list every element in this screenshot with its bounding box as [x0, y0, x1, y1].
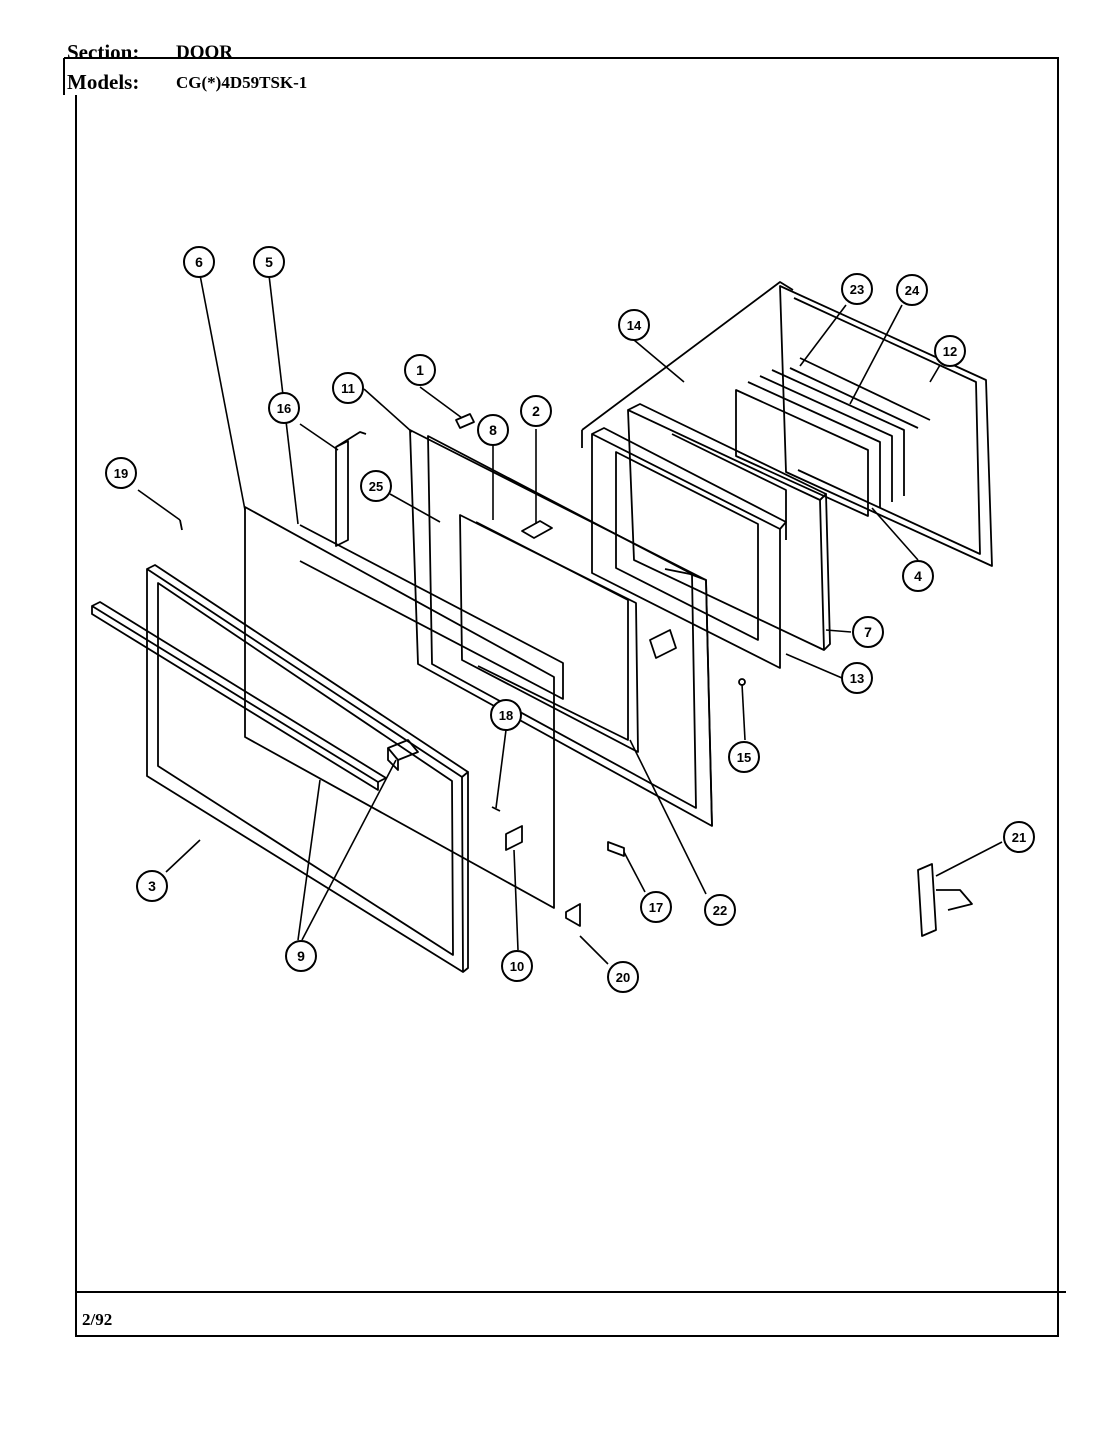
callout-circle-8: [477, 414, 509, 446]
callout-label-7: 7: [864, 624, 872, 640]
callout-label-17: 17: [649, 900, 663, 915]
callout-circle-4: [902, 560, 934, 592]
callout-label-8: 8: [489, 422, 497, 438]
callout-circle-7: [852, 616, 884, 648]
callout-circle-16: [268, 392, 300, 424]
callout-circle-5: [253, 246, 285, 278]
part-12-back-panel: [779, 285, 993, 567]
part-16-strip: [335, 431, 367, 547]
callout-circle-14: [618, 309, 650, 341]
callout-circle-13: [841, 662, 873, 694]
callout-label-6: 6: [195, 254, 203, 270]
part-6-glass: [244, 506, 555, 909]
part-17: [607, 841, 625, 857]
callout-circle-1: [404, 354, 436, 386]
part-20: [565, 903, 581, 927]
callout-circle-6: [183, 246, 215, 278]
callout-circle-23: [841, 273, 873, 305]
page-frame: [64, 57, 1059, 1337]
callout-label-22: 22: [713, 903, 727, 918]
callout-label-16: 16: [277, 401, 291, 416]
parts-illustration: [91, 281, 993, 973]
callout-label-9: 9: [297, 948, 305, 964]
leader-lines: [137, 274, 1003, 965]
part-21-hinge: [917, 863, 973, 937]
callout-label-4: 4: [914, 568, 922, 584]
part-7-insulation: [627, 403, 831, 651]
callout-circle-22: [704, 894, 736, 926]
callout-label-24: 24: [905, 283, 920, 298]
callout-label-15: 15: [737, 750, 751, 765]
callout-circle-15: [728, 741, 760, 773]
part-2-bracket: [521, 520, 553, 539]
callout-label-19: 19: [114, 466, 128, 481]
callout-circle-11: [332, 372, 364, 404]
callout-circle-21: [1003, 821, 1035, 853]
callout-circle-2: [520, 395, 552, 427]
callout-circle-9: [285, 940, 317, 972]
callout-circle-10: [501, 950, 533, 982]
callout-label-25: 25: [369, 479, 383, 494]
callout-circle-3: [136, 870, 168, 902]
callout-label-12: 12: [943, 344, 957, 359]
callout-label-3: 3: [148, 878, 156, 894]
part-18: [491, 806, 501, 812]
callout-circle-24: [896, 274, 928, 306]
models-value: CG(*)4D59TSK-1: [176, 73, 308, 92]
footer-date: 2/92: [82, 1310, 113, 1329]
part-14-bracket: [581, 281, 794, 448]
callout-label-18: 18: [499, 708, 513, 723]
callout-circle-18: [490, 699, 522, 731]
part-14-panel: [591, 427, 787, 669]
callout-label-13: 13: [850, 671, 864, 686]
callout-label-21: 21: [1012, 830, 1026, 845]
part-11-liner: [409, 429, 713, 827]
callout-circle-20: [607, 961, 639, 993]
part-19: [179, 519, 183, 531]
callout-label-23: 23: [850, 282, 864, 297]
callout-label-2: 2: [532, 403, 540, 419]
part-24-gasket: [799, 357, 931, 421]
part-4-glass-pack: [735, 369, 905, 517]
callout-circle-17: [640, 891, 672, 923]
callout-circle-12: [934, 335, 966, 367]
models-label: Models:: [67, 70, 140, 94]
callout-label-20: 20: [616, 970, 630, 985]
callout-circle-19: [105, 457, 137, 489]
callout-label-11: 11: [341, 381, 355, 396]
callout-label-5: 5: [265, 254, 273, 270]
callout-label-10: 10: [510, 959, 524, 974]
callout-circle-25: [360, 470, 392, 502]
callout-label-14: 14: [627, 318, 642, 333]
part-10: [505, 825, 523, 851]
part-9-handle: [91, 601, 419, 791]
part-3-outer-frame: [146, 564, 469, 973]
part-1-clip: [455, 413, 475, 429]
callout-label-1: 1: [416, 362, 424, 378]
